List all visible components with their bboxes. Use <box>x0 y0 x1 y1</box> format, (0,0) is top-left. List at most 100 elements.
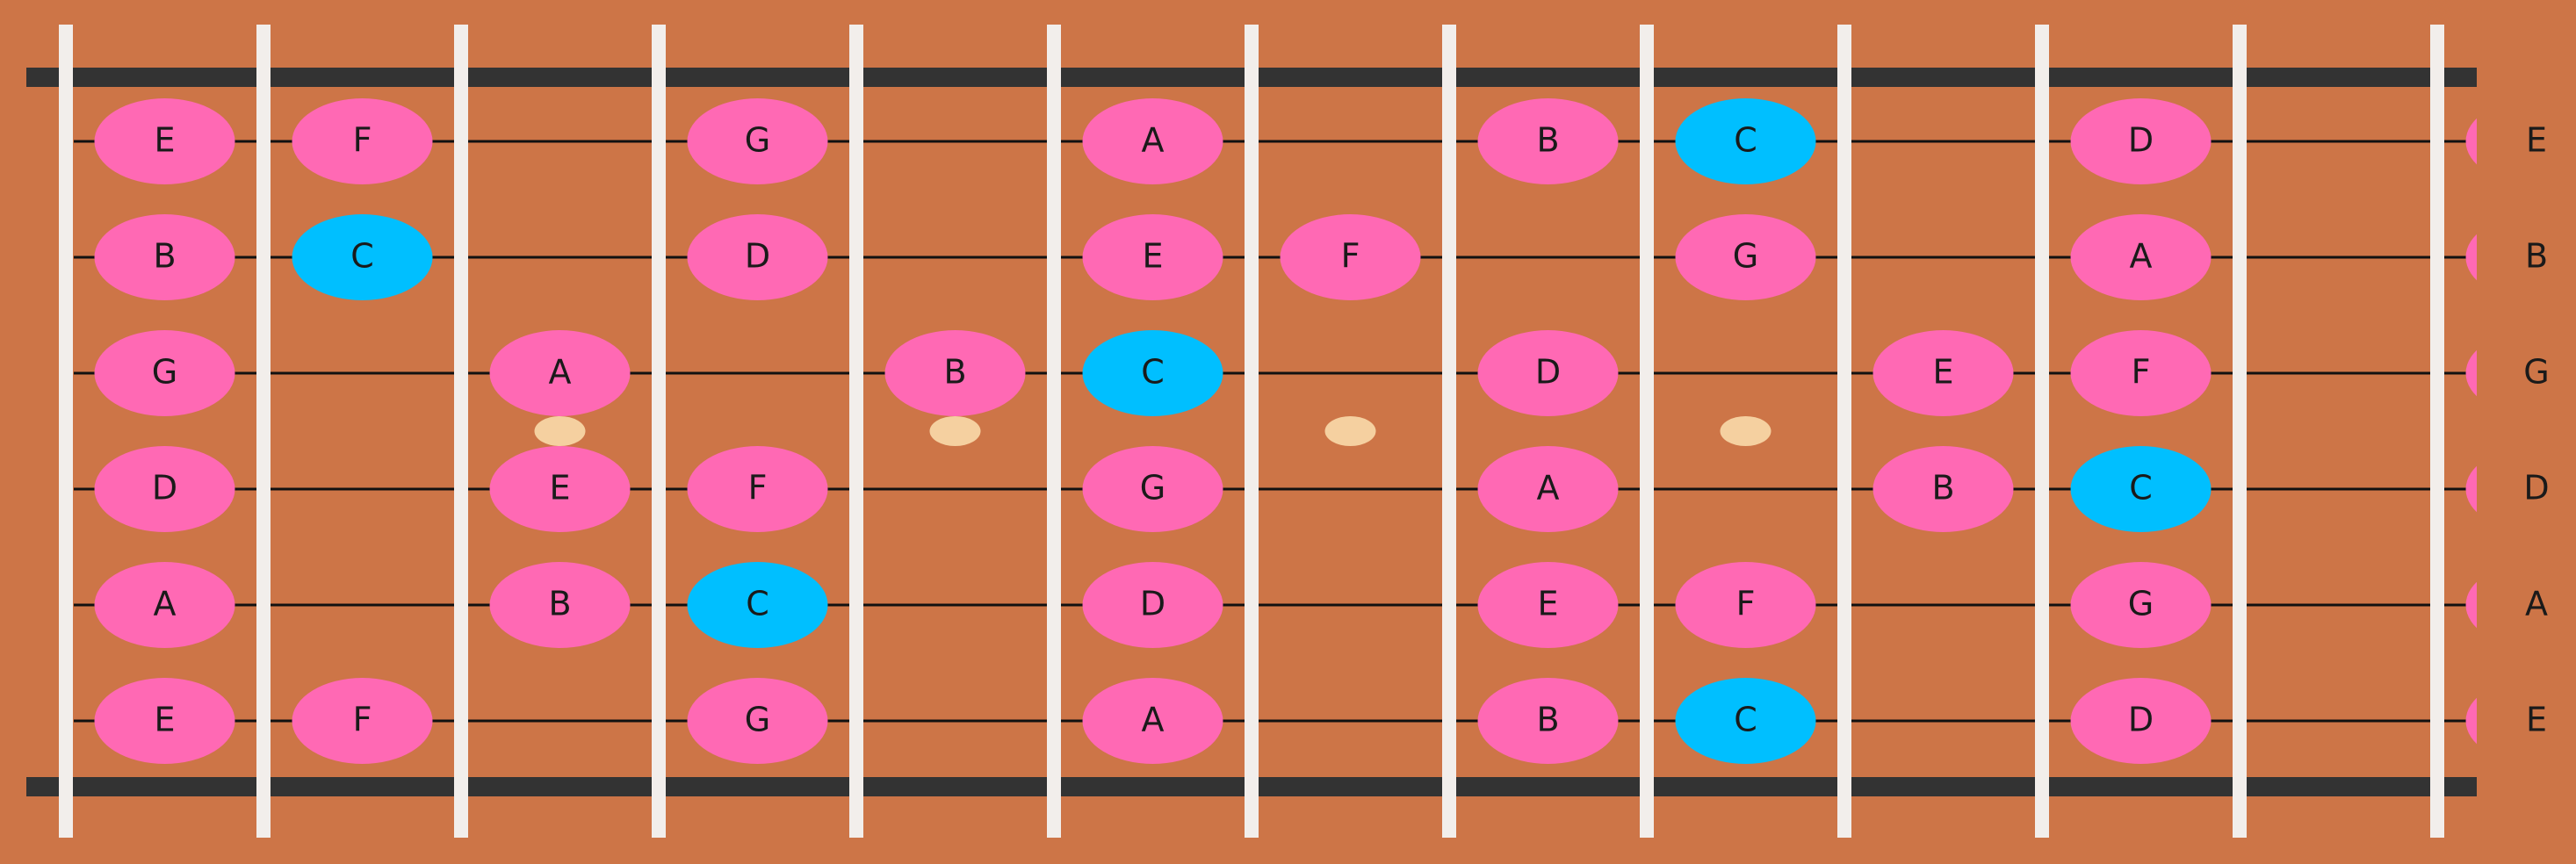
note-label: A <box>154 585 177 623</box>
note-marker: D <box>1082 562 1223 648</box>
note-marker: B <box>1872 446 2014 532</box>
note-dot <box>1477 678 1619 764</box>
note-marker: D <box>2070 678 2212 764</box>
fret-11 <box>2233 25 2247 838</box>
note-marker: E <box>489 446 631 532</box>
note-label: B <box>1536 121 1559 160</box>
fret-4 <box>849 25 863 838</box>
note-dot <box>2465 581 2477 629</box>
note-dot <box>2070 446 2212 532</box>
note-dot <box>1675 214 1816 300</box>
note-marker: F <box>292 98 433 184</box>
note-marker: E <box>94 678 235 764</box>
inlay-fret-3 <box>534 416 586 446</box>
note-label: F <box>1341 237 1360 276</box>
fret-3 <box>652 25 666 838</box>
note-marker <box>2465 349 2477 397</box>
note-label: E <box>1537 585 1558 623</box>
note-dot <box>1477 562 1619 648</box>
note-marker: E <box>94 98 235 184</box>
note-marker: A <box>1082 98 1223 184</box>
note-dot <box>2465 349 2477 397</box>
note-dot <box>1082 678 1223 764</box>
note-dot <box>1082 562 1223 648</box>
note-label: G <box>1140 469 1165 508</box>
note-marker: B <box>489 562 631 648</box>
tuning-label-string-5: A <box>2525 585 2548 623</box>
note-dot <box>2070 678 2212 764</box>
note-dot <box>292 214 433 300</box>
note-dot <box>94 446 235 532</box>
note-dot <box>489 562 631 648</box>
note-marker: G <box>2070 562 2212 648</box>
note-marker: F <box>687 446 828 532</box>
root-note-marker: C <box>1675 678 1816 764</box>
note-label: B <box>1536 701 1559 739</box>
fret-9 <box>1837 25 1851 838</box>
note-marker: F <box>292 678 433 764</box>
note-dot <box>687 562 828 648</box>
note-label: A <box>1142 121 1165 160</box>
note-dot <box>94 562 235 648</box>
note-dot <box>1675 562 1816 648</box>
note-label: B <box>153 237 176 276</box>
fret-6 <box>1245 25 1259 838</box>
note-label: E <box>549 469 570 508</box>
note-dot <box>1082 446 1223 532</box>
note-label: D <box>1535 353 1561 392</box>
tuning-label-string-6: E <box>2526 701 2547 739</box>
tuning-label-string-3: G <box>2523 353 2549 392</box>
inlay-fret-7 <box>1324 416 1376 446</box>
note-label: C <box>1734 121 1757 160</box>
note-label: C <box>1734 701 1757 739</box>
note-dot <box>1280 214 1421 300</box>
note-dot <box>1082 98 1223 184</box>
note-label: G <box>2128 585 2154 623</box>
note-label: E <box>1932 353 1953 392</box>
note-dot <box>2070 98 2212 184</box>
note-label: E <box>1142 237 1163 276</box>
root-note-marker: C <box>1082 330 1223 416</box>
fret-0 <box>59 25 73 838</box>
note-marker: D <box>94 446 235 532</box>
note-label: G <box>1733 237 1758 276</box>
note-dot <box>1477 98 1619 184</box>
note-dot <box>687 214 828 300</box>
note-marker: D <box>2070 98 2212 184</box>
inlay-fret-5 <box>929 416 981 446</box>
note-dot <box>2465 465 2477 513</box>
note-marker: G <box>1675 214 1816 300</box>
note-marker: B <box>94 214 235 300</box>
note-label: G <box>745 121 770 160</box>
note-label: E <box>154 701 175 739</box>
tuning-label-string-4: D <box>2523 469 2549 508</box>
inlay-fret-9 <box>1720 416 1771 446</box>
root-note-marker: C <box>2070 446 2212 532</box>
note-dot <box>884 330 1026 416</box>
note-label: C <box>746 585 769 623</box>
note-dot <box>489 446 631 532</box>
fret-8 <box>1640 25 1654 838</box>
note-label: D <box>2128 121 2154 160</box>
note-marker: E <box>1082 214 1223 300</box>
note-dot <box>1477 330 1619 416</box>
note-label: B <box>943 353 966 392</box>
note-dot <box>2465 697 2477 745</box>
note-label: F <box>353 121 372 160</box>
note-dot <box>94 98 235 184</box>
fret-12 <box>2430 25 2444 838</box>
note-marker: A <box>1477 446 1619 532</box>
note-marker <box>2465 234 2477 281</box>
note-dot <box>2070 330 2212 416</box>
note-marker: A <box>94 562 235 648</box>
root-note-marker: C <box>292 214 433 300</box>
note-dot <box>1082 330 1223 416</box>
note-dot <box>687 678 828 764</box>
note-marker: A <box>489 330 631 416</box>
note-label: F <box>748 469 768 508</box>
note-label: A <box>2130 237 2153 276</box>
note-dot <box>489 330 631 416</box>
